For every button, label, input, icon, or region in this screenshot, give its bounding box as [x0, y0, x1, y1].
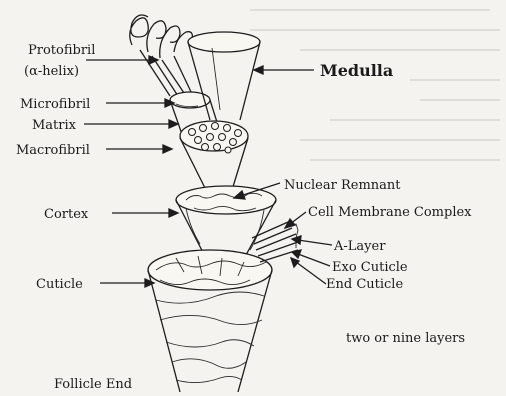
- label-two-or-nine-layers: two or nine layers: [346, 331, 465, 346]
- label-matrix: Matrix: [32, 118, 77, 133]
- label-alpha-helix: (α-helix): [24, 64, 79, 79]
- label-follicle-end: Follicle End: [54, 377, 132, 392]
- label-macrofibril: Macrofibril: [16, 143, 90, 158]
- macrofibril: [180, 121, 248, 190]
- label-protofibril: Protofibril: [28, 43, 95, 58]
- label-end-cuticle: End Cuticle: [326, 277, 403, 292]
- label-a-layer: A-Layer: [333, 239, 386, 254]
- label-cuticle: Cuticle: [36, 277, 83, 292]
- label-nuclear-remnant: Nuclear Remnant: [284, 178, 401, 193]
- protofibril-coils: [130, 15, 193, 58]
- label-cortex: Cortex: [44, 207, 89, 222]
- cell-membrane-bundle: [252, 222, 298, 262]
- cuticle-cone: [148, 250, 272, 392]
- label-microfibril: Microfibril: [20, 97, 90, 112]
- label-exo-cuticle: Exo Cuticle: [332, 260, 408, 275]
- background-bleed: [250, 10, 500, 160]
- protofibril-strands: [140, 50, 192, 96]
- label-medulla: Medulla: [320, 61, 393, 80]
- label-cell-membrane-complex: Cell Membrane Complex: [308, 205, 472, 220]
